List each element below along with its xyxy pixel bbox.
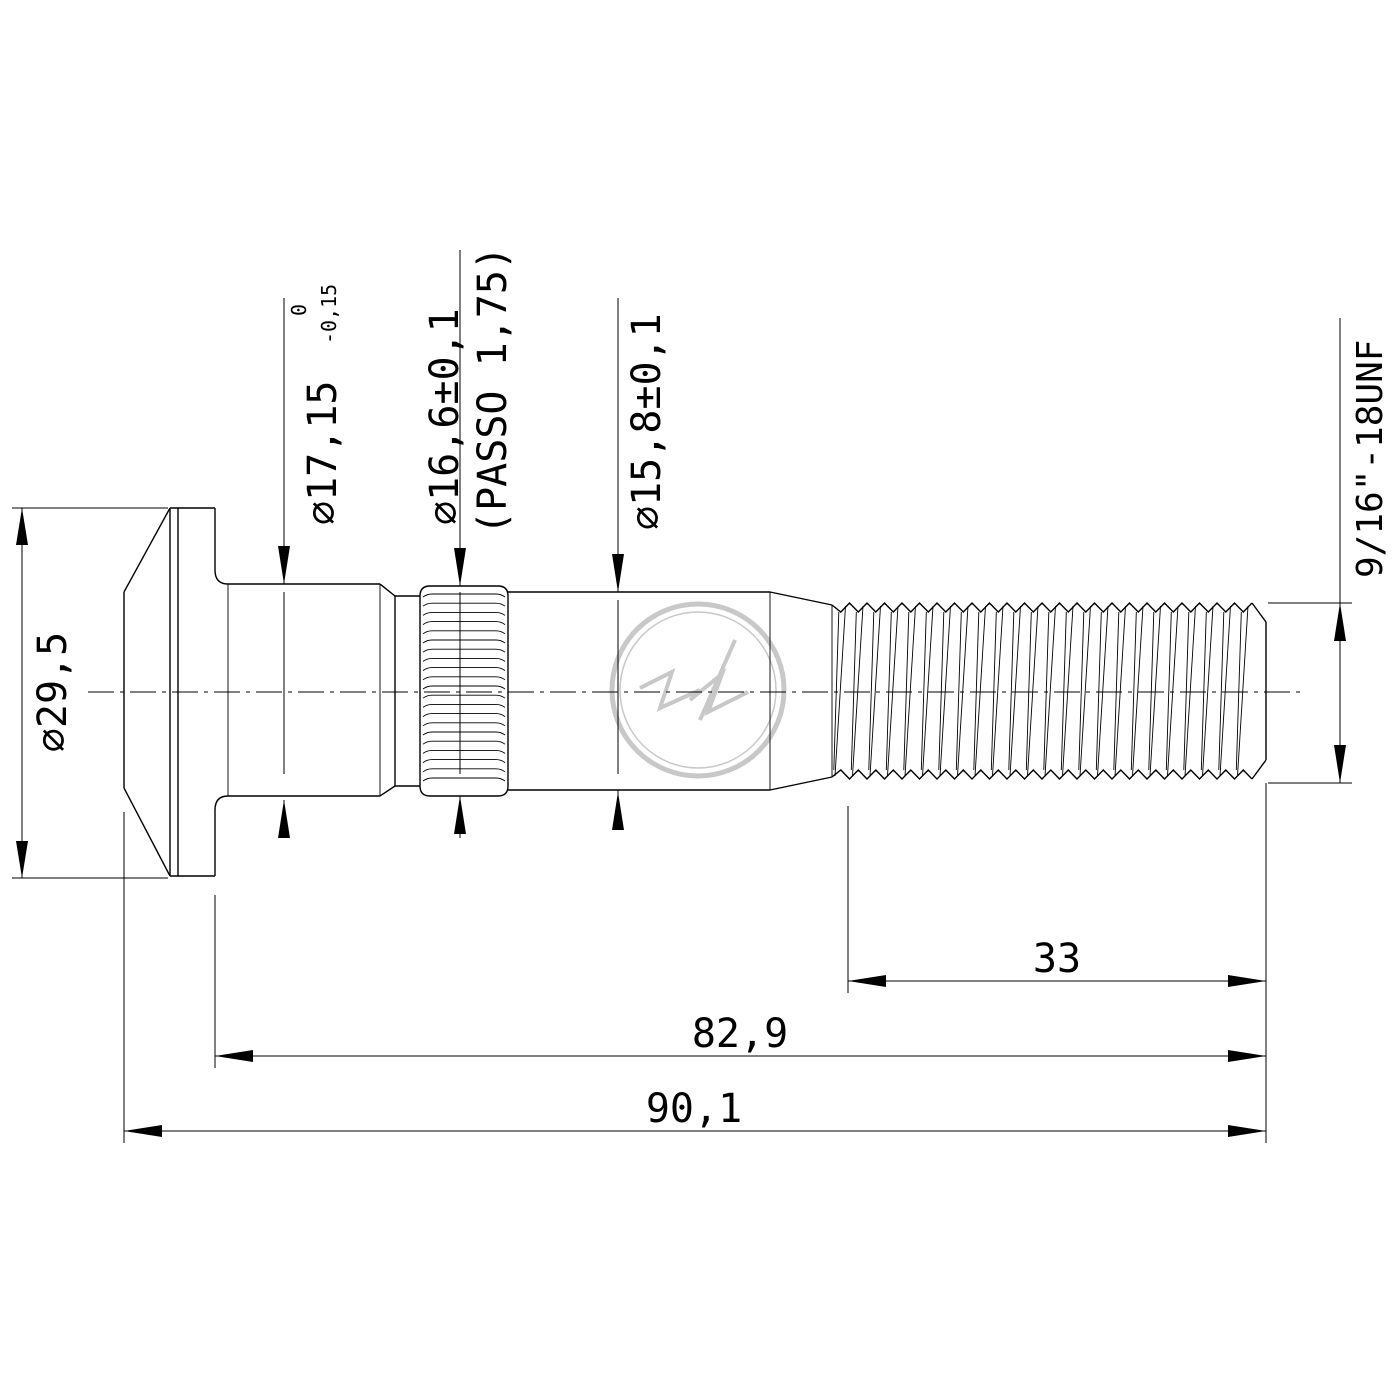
thread-spec-label: 9/16"-18UNF [1350, 340, 1391, 578]
knurl-ridge [422, 602, 506, 607]
thread-crest [1132, 605, 1144, 777]
thread-root [1235, 611, 1242, 771]
knurl-ridge [422, 676, 506, 681]
thread-crest [887, 605, 899, 777]
knurl-ridge [422, 667, 506, 671]
knurl-ridge [422, 777, 506, 782]
thread-root [868, 611, 875, 771]
bolt-head [123, 507, 229, 877]
thread-root [885, 611, 892, 771]
thread-crest [922, 605, 934, 777]
thread-root [920, 611, 927, 771]
thread-root [973, 611, 980, 771]
length-under-head-label: 82,9 [692, 1011, 788, 1057]
neck-tolerance-upper: 0 [287, 304, 311, 316]
bolt-thread [831, 601, 1267, 781]
knurl-ridge [422, 694, 506, 699]
knurl-ridge [422, 685, 506, 690]
thread-crest [1079, 605, 1091, 777]
dim-length-under-head: 82,9 [215, 1011, 1266, 1062]
thread-root [1025, 611, 1032, 771]
thread-crest [957, 605, 969, 777]
head-diameter-label: ⌀29,5 [30, 632, 76, 752]
thread-root [1148, 611, 1155, 771]
thread-crest [992, 605, 1004, 777]
dim-thread-length: 33 [848, 936, 1266, 987]
thread-crest [1167, 605, 1179, 777]
knurl-ridge [422, 713, 506, 717]
thread-root [1060, 611, 1067, 771]
thread-root [955, 611, 962, 771]
thread-crest [1184, 605, 1196, 777]
dim-head-diameter: ⌀29,5 [12, 507, 168, 879]
thread-root [903, 611, 910, 771]
knurl-ridge [422, 722, 506, 727]
thread-root [1165, 611, 1172, 771]
thread-crest [1237, 605, 1249, 777]
knurl-ridge [422, 740, 506, 745]
knurl-ridge [422, 759, 506, 763]
bolt-shank [508, 591, 833, 791]
knurl-ridge [422, 731, 506, 736]
knurl-ridge [422, 611, 506, 616]
thread-length-label: 33 [1033, 936, 1081, 982]
knurl-ridge [422, 657, 506, 662]
thread-profile-bottom [831, 768, 1253, 781]
bolt-knurl [419, 585, 509, 797]
dim-neck-diameter: ⌀17,15 0 -0,15 [278, 284, 346, 838]
thread-root [1218, 611, 1225, 771]
thread-crest [939, 605, 951, 777]
thread-root [1078, 611, 1085, 771]
thread-root [990, 611, 997, 771]
knurl-ridge [422, 621, 506, 625]
thread-crest [1097, 605, 1109, 777]
thread-crest [1149, 605, 1161, 777]
thread-crest [1062, 605, 1074, 777]
thread-crest [1027, 605, 1039, 777]
thread-root [850, 611, 857, 771]
dim-thread-spec: 9/16"-18UNF [1268, 318, 1391, 784]
thread-crest [1114, 605, 1126, 777]
bolt-neck [228, 583, 420, 797]
overall-length-label: 90,1 [646, 1086, 742, 1132]
knurl-diameter-label: ⌀16,6±0,1 [422, 308, 468, 525]
thread-profile-top [831, 601, 1253, 614]
thread-root [1183, 611, 1190, 771]
knurl-ridge [422, 593, 506, 598]
thread-crest [974, 605, 986, 777]
thread-crest [1202, 605, 1214, 777]
thread-root [1130, 611, 1137, 771]
dim-knurl-diameter: ⌀16,6±0,1 (PASSO 1,75) [422, 246, 516, 838]
knurl-ridge [422, 703, 506, 708]
thread-crest [1044, 605, 1056, 777]
thread-root [1008, 611, 1015, 771]
thread-crest [1009, 605, 1021, 777]
thread-root [938, 611, 945, 771]
thread-root [1043, 611, 1050, 771]
neck-tolerance-lower: -0,15 [317, 284, 341, 344]
thread-root [1095, 611, 1102, 771]
thread-root [1113, 611, 1120, 771]
knurl-ridge [422, 768, 506, 773]
dim-overall-length: 90,1 [124, 1086, 1266, 1137]
dim-shank-diameter: ⌀15,8±0,1 [612, 298, 670, 830]
knurl-ridge [422, 648, 506, 653]
thread-crest [834, 605, 846, 777]
neck-diameter-label: ⌀17,15 [300, 381, 346, 526]
thread-root [833, 611, 840, 771]
thread-root [1200, 611, 1207, 771]
knurl-ridge [422, 630, 506, 635]
watermark-logo [609, 601, 787, 779]
knurl-ridge [422, 639, 506, 644]
thread-crest [1219, 605, 1231, 777]
thread-crest [904, 605, 916, 777]
knurl-pitch-label: (PASSO 1,75) [470, 246, 516, 535]
thread-crest [869, 605, 881, 777]
knurl-ridge [422, 749, 506, 754]
shank-diameter-label: ⌀15,8±0,1 [624, 313, 670, 530]
thread-crest [852, 605, 864, 777]
